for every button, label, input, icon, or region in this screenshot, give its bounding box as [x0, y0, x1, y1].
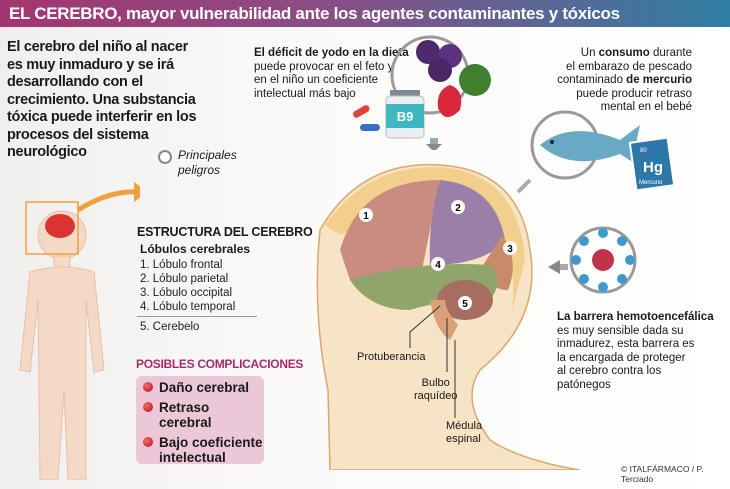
circle-marker-icon: [158, 150, 172, 164]
text-line: patónegos: [557, 378, 611, 391]
label-line: Bulbo: [421, 377, 450, 389]
credit: © ITALFÁRMACO / P. Terciado: [621, 464, 704, 484]
iodine-note: El déficit de yodo en la dieta puede pro…: [254, 47, 409, 101]
food-vitamins-illustration: B9: [352, 35, 491, 150]
text-line: en el niño un coeficiente: [254, 74, 379, 87]
bullet-icon: [143, 437, 153, 447]
lobe-number: 1: [363, 211, 369, 222]
complications-title: POSIBLES COMPLICACIONES: [136, 357, 304, 371]
text-line: al cerebro contra los: [557, 365, 662, 378]
text-line: la encargada de proteger: [557, 351, 686, 364]
lobe-item: 1. Lóbulo frontal: [140, 259, 223, 271]
brain-structure-legend: ESTRUCTURA DEL CEREBRO Lóbulos cerebrale…: [137, 225, 313, 334]
element-number: 80: [640, 148, 647, 154]
barrier-note: La barrera hemotoencefálica es muy sensi…: [557, 311, 714, 393]
text-line: intelectual más bajo: [254, 87, 356, 100]
parietal-lobe: [429, 180, 505, 265]
text-line: inmadurez, esta barrera es: [557, 338, 695, 351]
legend-label: peligros: [178, 163, 221, 177]
page-title: EL CEREBRO, mayor vulnerabilidad ante lo…: [0, 0, 730, 27]
label-line: Médula: [446, 420, 483, 432]
text-line: puede producir retraso: [576, 87, 692, 100]
label-protuberancia: Protuberancia: [357, 351, 426, 363]
cerebellum-item: 5. Cerebelo: [140, 321, 200, 333]
iodine-heading: El déficit de yodo en la dieta: [254, 47, 409, 59]
fish-mercury-illustration: 80 Hg Mercurio: [516, 110, 676, 194]
lobe-number: 4: [435, 260, 441, 271]
vitamin-label: B9: [397, 109, 414, 124]
fish-icon: [540, 125, 642, 168]
zoom-frame: [25, 201, 79, 255]
lobe-item: 2. Lóbulo parietal: [140, 273, 229, 285]
complication-item: Retraso cerebral: [143, 400, 264, 430]
complication-label: Retraso cerebral: [159, 400, 212, 430]
divider: [137, 316, 257, 317]
bullet-icon: [143, 382, 153, 392]
lobe-number: 5: [462, 299, 468, 310]
legend-label: Principales: [178, 148, 237, 162]
strawberry-icon: [437, 85, 462, 118]
complication-item: Bajo coeficiente intelectual: [143, 435, 264, 465]
barrier-heading: La barrera hemotoencefálica: [557, 311, 714, 323]
text-line: contaminado de mercurio: [557, 74, 692, 87]
label-line: espinal: [446, 432, 481, 445]
broccoli-icon: [459, 64, 491, 96]
text-line: el embarazo de pescado: [566, 60, 692, 73]
bullet-icon: [143, 402, 153, 412]
text-line: mental en el bebé: [600, 101, 692, 114]
mercury-element-tile: [628, 136, 676, 192]
blood-brain-barrier-illustration: [548, 226, 637, 294]
frontal-lobe: [340, 180, 440, 285]
lobe-item: 4. Lóbulo temporal: [140, 301, 236, 313]
complication-item: Daño cerebral: [143, 380, 264, 395]
structure-title: ESTRUCTURA DEL CEREBRO: [137, 225, 313, 239]
label-line: raquídeo: [414, 389, 458, 402]
intro-text: El cerebro del niño al nacer es muy inma…: [7, 39, 197, 160]
complication-label: Bajo coeficiente intelectual: [159, 435, 263, 465]
text-line: Un consumo durante: [580, 47, 692, 59]
head-brain-illustration: 1 2 3 4 5: [316, 163, 580, 470]
mercury-note: Un consumo durante el embarazo de pescad…: [520, 47, 692, 115]
text-line: puede provocar en el feto y: [254, 60, 394, 73]
complication-label: Daño cerebral: [159, 380, 250, 395]
lobe-number: 2: [455, 203, 461, 214]
complications-box: Daño cerebral Retraso cerebral Bajo coef…: [136, 376, 264, 465]
text-line: es muy sensible dada su: [557, 324, 684, 337]
element-symbol: Hg: [643, 159, 663, 176]
structure-subtitle: Lóbulos cerebrales: [140, 242, 251, 256]
pathogen-icon: [592, 249, 614, 271]
legend-principales-peligros: Principales peligros: [158, 148, 237, 178]
child-silhouette: [19, 182, 140, 480]
lobe-number: 3: [507, 244, 513, 255]
element-name: Mercurio: [639, 180, 663, 186]
lobe-item: 3. Lóbulo occipital: [140, 287, 233, 299]
